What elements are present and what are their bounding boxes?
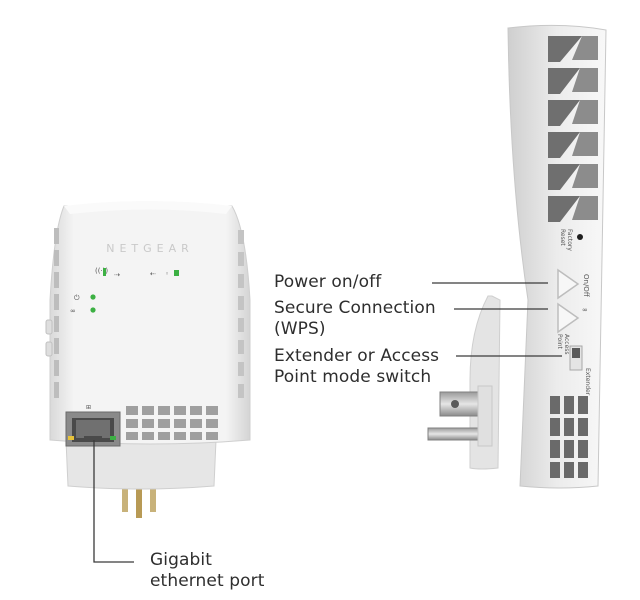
front-view-device: NETGEAR ((·)) ⇢ ⇠ ◦ ⏻ ∞ (45, 201, 251, 518)
mode-switch-callout-line-2: Point mode switch (274, 367, 432, 387)
svg-text:⇠: ⇠ (150, 270, 156, 278)
leader-lines (93, 282, 562, 563)
extender-label: Extender (584, 368, 591, 396)
led-wifi-icon (103, 268, 106, 276)
access-point-label-2: Point (556, 334, 563, 350)
wps-callout: Secure Connection (WPS) (274, 298, 436, 340)
front-plug-pins (122, 470, 156, 518)
status-leds: ⏻ ∞ (70, 294, 96, 315)
mode-switch-callout-line-1: Extender or Access (274, 346, 440, 366)
front-bottom-vents (126, 406, 218, 440)
mode-switch-callout: Extender or Access Point mode switch (274, 346, 439, 388)
ethernet-callout-line-1: Gigabit (150, 550, 212, 570)
power-button[interactable] (557, 268, 580, 300)
right-side-vents (238, 230, 244, 398)
wps-icon: ∞ (70, 307, 76, 315)
on-off-label: On/Off (582, 274, 590, 297)
factory-reset-label-1: Factory (566, 229, 573, 251)
svg-text:⊞: ⊞ (86, 404, 91, 411)
wps-button[interactable] (557, 302, 580, 334)
ethernet-leader-line (93, 440, 134, 563)
access-point-label-1: Access (563, 334, 570, 355)
svg-text:⇢: ⇢ (114, 271, 120, 279)
side-top-vents (548, 36, 598, 222)
wps-callout-line-1: Secure Connection (274, 298, 436, 318)
brand-logo: NETGEAR (106, 242, 194, 255)
power-callout-text: Power on/off (274, 272, 382, 292)
power-plug-icon (427, 385, 493, 447)
power-callout: Power on/off (274, 272, 381, 293)
factory-reset-hole[interactable] (577, 234, 583, 240)
factory-reset-label-2: Reset (559, 229, 566, 246)
ethernet-port-icon[interactable] (65, 411, 121, 447)
top-led-row: ((·)) ⇢ ⇠ ◦ (95, 267, 179, 279)
led-device-icon (174, 270, 179, 276)
ethernet-callout-line-2: ethernet port (150, 571, 265, 591)
svg-text:◦: ◦ (165, 270, 169, 278)
side-view-device: Factory Reset On/Off ∞ Access Point Exte… (427, 24, 607, 489)
wps-side-icon: ∞ (582, 306, 588, 314)
mode-switch[interactable] (569, 345, 583, 371)
ethernet-callout: Gigabit ethernet port (150, 550, 265, 592)
svg-text:((·)): ((·)) (95, 267, 108, 275)
left-side-vents (54, 228, 59, 398)
side-bottom-vents (550, 396, 588, 478)
power-led-icon: ⏻ (74, 294, 80, 302)
wps-callout-line-2: (WPS) (274, 319, 326, 339)
